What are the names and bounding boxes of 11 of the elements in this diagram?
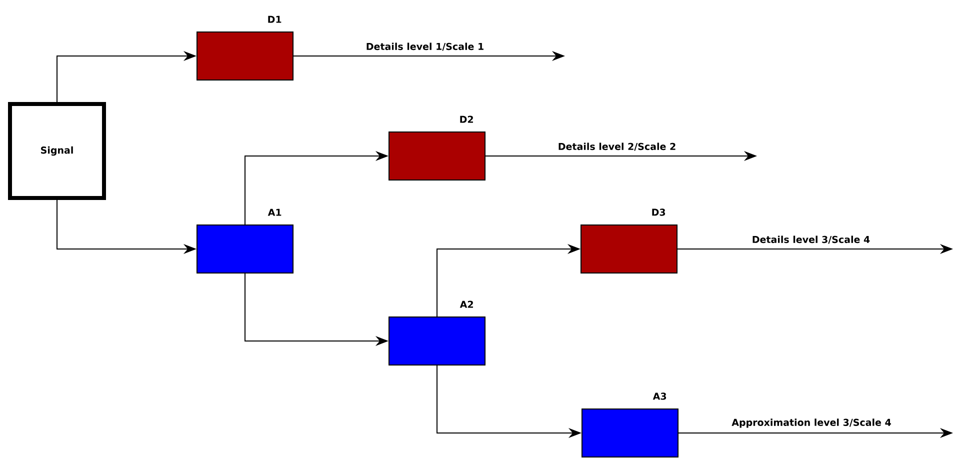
- block-label: A3: [652, 392, 666, 400]
- edge-label: Approximation level 3/Scale 4: [730, 418, 892, 429]
- edge-label: Details level 1/Scale 1: [364, 42, 486, 52]
- block-label: D2: [460, 116, 473, 123]
- block-label: A1: [268, 208, 282, 216]
- block-label: D1: [268, 16, 282, 23]
- block-label: D3: [652, 208, 666, 216]
- block-label: A2: [460, 300, 473, 308]
- edge-label: Details level 3/Scale 4: [750, 234, 872, 245]
- signal-box: Signal: [8, 102, 106, 200]
- edge-label: Details level 2/Scale 2: [556, 142, 678, 152]
